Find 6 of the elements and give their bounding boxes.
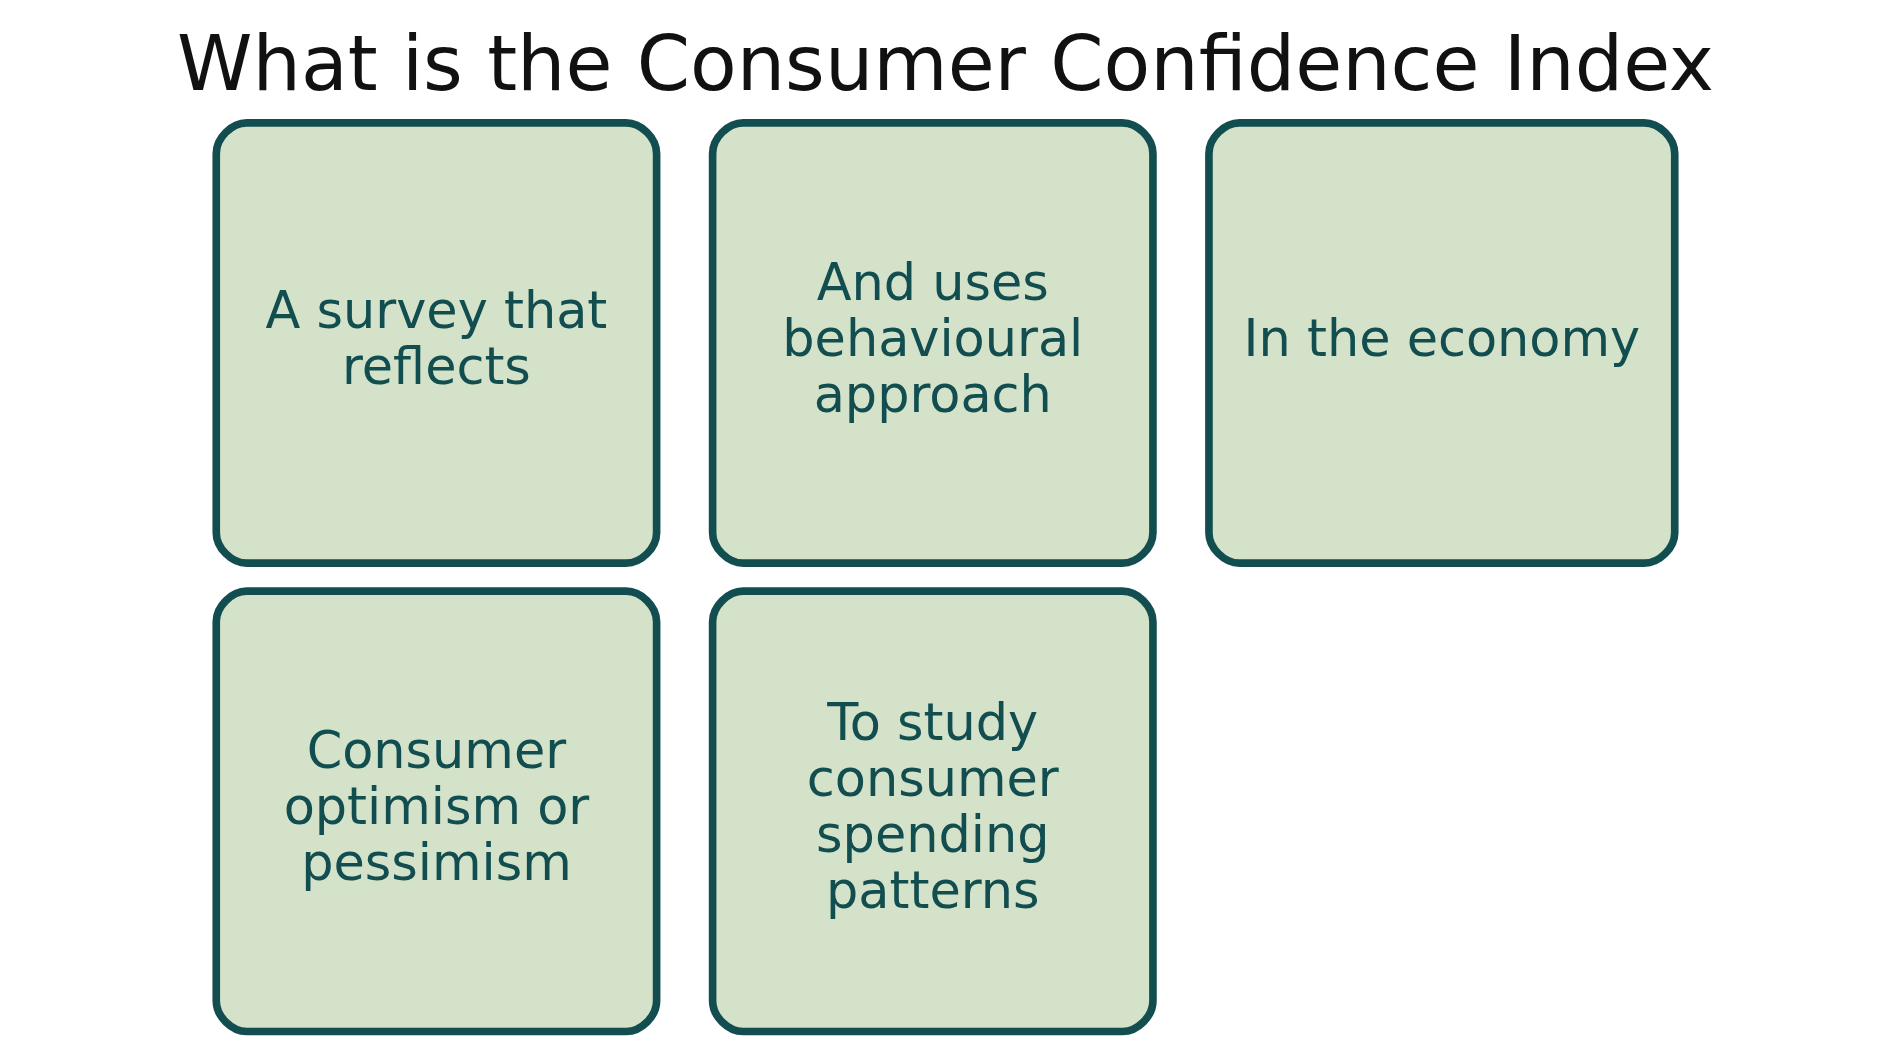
node-box: To study consumer spending patterns — [708, 587, 1157, 1036]
node-box: A survey that reflects — [211, 119, 660, 567]
node-box: Consumer optimism or pessimism — [211, 587, 660, 1036]
diagram-title: What is the Consumer Confidence Index — [176, 18, 1714, 108]
node-box: In the economy — [1204, 119, 1679, 567]
node-box: And uses behavioural approach — [708, 119, 1157, 567]
